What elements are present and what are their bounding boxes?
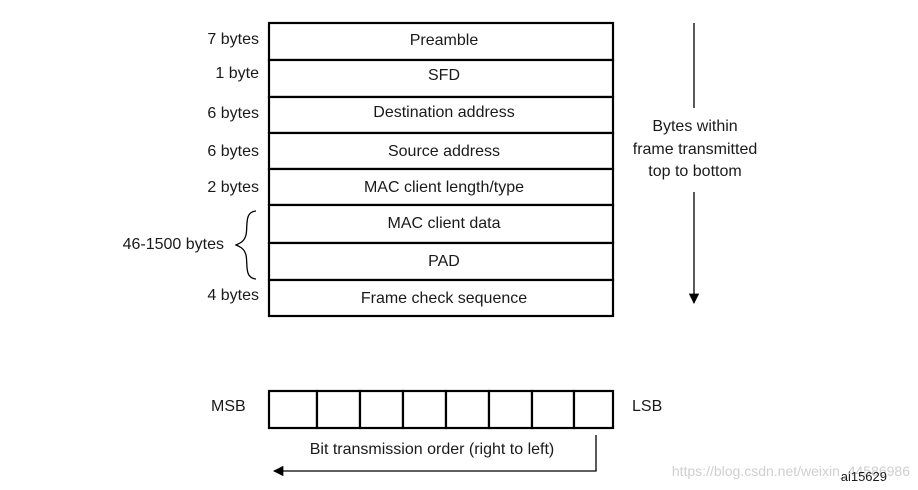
bit-cells: MSB LSB: [211, 389, 662, 430]
msb-label: MSB: [211, 398, 246, 415]
bit-cell: [444, 389, 491, 430]
field-box-mac-client-data: [267, 203, 615, 245]
byte-order-note-line-3: top to bottom: [648, 163, 741, 180]
bit-cell: [530, 389, 576, 430]
bit-cell: [358, 389, 405, 430]
bit-cell: [267, 389, 319, 430]
left-arrow-icon: [272, 435, 597, 477]
figure-id: ai15629: [841, 469, 887, 484]
field-name-source-address: Source address: [388, 143, 500, 160]
field-name-destination-address: Destination address: [373, 104, 514, 121]
bit-cell: [315, 389, 362, 430]
field-name-mac-client-length-type: MAC client length/type: [364, 179, 524, 196]
byte-order-arrow: Bytes within frame transmitted top to bo…: [633, 23, 757, 305]
size-label-mac-client-length-type: 2 bytes: [207, 179, 259, 196]
bit-cell: [572, 389, 615, 430]
field-name-mac-client-data: MAC client data: [388, 215, 501, 232]
bit-order-label: Bit transmission order (right to left): [310, 441, 555, 458]
field-size-labels: 7 bytes 1 byte 6 bytes 6 bytes 2 bytes 4…: [123, 31, 260, 304]
watermark-text: https://blog.csdn.net/weixin_44586986: [672, 463, 910, 479]
byte-order-note-line-1: Bytes within: [652, 118, 737, 135]
bit-cell: [401, 389, 448, 430]
frame-structure: Preamble SFD Destination address Source …: [267, 21, 615, 318]
field-name-sfd: SFD: [428, 67, 460, 84]
field-box-frame-check-sequence: [267, 278, 615, 318]
field-name-pad: PAD: [428, 253, 460, 270]
field-box-sfd: [267, 58, 615, 99]
field-name-preamble: Preamble: [410, 32, 479, 49]
field-box-preamble: [267, 21, 615, 62]
bit-order-arrow: Bit transmission order (right to left): [272, 435, 597, 477]
bit-cell: [487, 389, 534, 430]
field-box-source-address: [267, 131, 615, 171]
size-label-source-address: 6 bytes: [207, 143, 259, 160]
curly-brace-icon: [234, 210, 257, 280]
size-label-destination-address: 6 bytes: [207, 105, 259, 122]
lsb-label: LSB: [632, 398, 662, 415]
size-label-sfd: 1 byte: [215, 65, 259, 82]
size-label-frame-check-sequence: 4 bytes: [207, 287, 259, 304]
size-label-preamble: 7 bytes: [207, 31, 259, 48]
size-label-variable-data: 46-1500 bytes: [123, 236, 224, 253]
byte-order-note-line-2: frame transmitted: [633, 141, 757, 158]
field-name-frame-check-sequence: Frame check sequence: [361, 290, 527, 307]
